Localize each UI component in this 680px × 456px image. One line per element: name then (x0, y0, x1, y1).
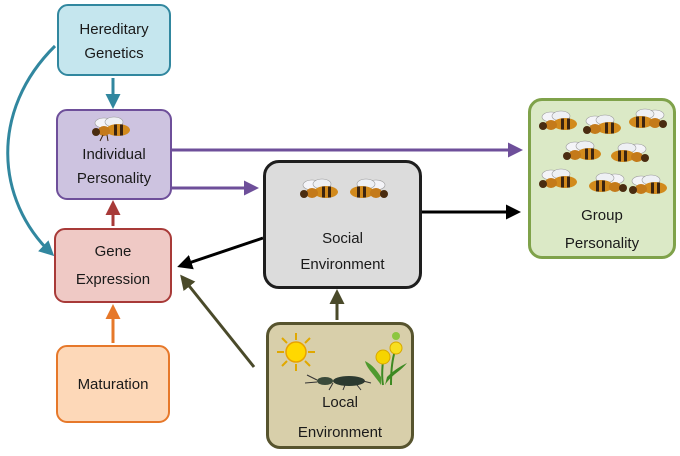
bee-icon (92, 116, 130, 142)
node-social-environment: Social Environment (263, 160, 422, 289)
local-environment-label-line2: Environment (297, 424, 383, 441)
bee-icon (537, 167, 581, 200)
dandelion-icon (365, 332, 407, 386)
maturation-label: Maturation (77, 376, 149, 393)
individual-personality-label-line2: Personality (76, 170, 152, 187)
individual-personality-label-line1: Individual (82, 146, 146, 163)
gene-expression-label-line1: Gene (94, 243, 132, 260)
local-environment-label-line1: Local (322, 394, 358, 411)
group-personality-label-line2: Personality (564, 235, 640, 252)
social-environment-label-line2: Environment (300, 256, 385, 273)
node-maturation: Maturation (56, 345, 170, 423)
node-local-environment: Local Environment (266, 322, 414, 449)
bee-icon (585, 171, 629, 204)
group-personality-label-line1: Group (581, 207, 623, 224)
node-individual-personality: Individual Personality (56, 109, 172, 200)
hereditary-genetics-label-line2: Genetics (84, 45, 144, 62)
bee-icon (350, 178, 388, 198)
node-hereditary-genetics: Hereditary Genetics (57, 4, 171, 76)
arrow-hereditary-to-gene-expression (6, 44, 57, 257)
social-environment-label-line1: Social (322, 230, 363, 247)
arrow-local-to-gene-expression (180, 274, 256, 368)
node-group-personality: Group Personality (528, 98, 676, 259)
bee-icon (607, 141, 651, 174)
bee-icon (627, 173, 671, 206)
node-gene-expression: Gene Expression (54, 228, 172, 303)
hereditary-genetics-label-line1: Hereditary (79, 21, 149, 38)
gene-expression-label-line2: Expression (75, 271, 151, 288)
beetle-icon (304, 374, 372, 391)
bee-icon (625, 107, 669, 140)
bee-icon (300, 178, 338, 198)
bee-icon (537, 109, 581, 142)
bee-icon (561, 139, 605, 172)
sun-icon (277, 333, 315, 371)
bee-icon (581, 113, 625, 146)
arrow-social-to-gene-expression (177, 236, 264, 270)
